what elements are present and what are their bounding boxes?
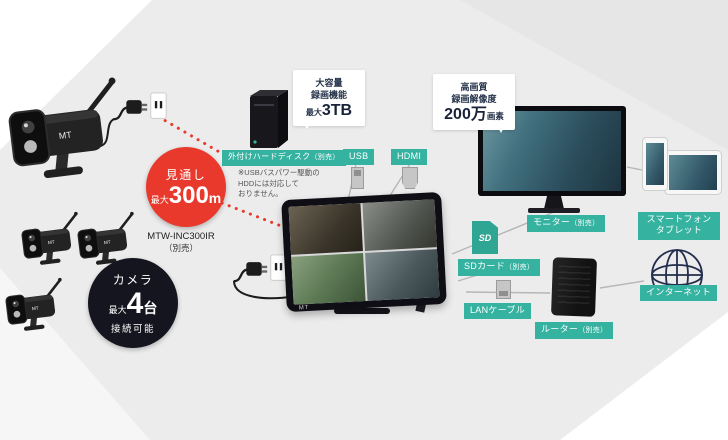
count-badge-value: 4 [126,287,144,321]
bubble-value-row: 最大3TB [298,101,360,120]
monitor-label-note: （別売） [570,220,600,227]
bubble-max: 最大 [305,108,322,118]
usb-label-text: USB [349,151,369,161]
lan-label-text: LANケーブル [470,305,526,315]
tablet-screen [669,155,717,190]
count-badge-max: 最大 [108,305,127,316]
bubble-unit: 画素 [486,111,504,122]
sd-card-icon: SD [472,221,498,254]
mobile-label-line1: スマートフォン [646,214,712,224]
monitor-neck [544,196,564,209]
display-stand [334,308,390,314]
hdd-icon [250,90,288,148]
range-badge-value-row: 最大300m [151,183,222,208]
usb-plug-icon [351,167,364,189]
count-badge-value-row: 最大4台 [109,288,158,320]
bubble-value: 3TB [321,102,353,120]
screen-tile [291,252,366,305]
quality-bubble: 高画質 録画解像度 200万画素 [433,74,515,134]
hdmi-plug-icon [402,167,418,189]
smartphone-screen [646,143,664,185]
background-facet [460,0,728,150]
screen-tile [288,203,364,256]
display-brand-label: MT [298,304,310,312]
monitor-label: モニター（別売） [527,215,606,232]
tablet-icon [664,150,722,195]
sd-label-note: （別売） [505,264,535,271]
monitor-base [528,208,580,213]
count-badge-unit: 台 [143,300,158,317]
camera-model-name: MTW-INC300IR [147,231,215,242]
hdd-label-note: （別売） [310,154,340,161]
bubble-line: 大容量 [315,78,343,88]
screen-tile [364,248,440,301]
lan-plug-icon [496,280,511,299]
camera-model-label: MTW-INC300IR （別売） [138,231,224,254]
main-display: MT [281,191,447,313]
external-monitor [478,106,626,196]
bubble-line: 録画解像度 [451,94,497,105]
wireless-camera-main [2,74,120,184]
mobile-label: スマートフォン タブレット [638,212,720,240]
wireless-camera-2 [20,210,79,268]
usb-label: USB [343,149,375,166]
lan-cable-label: LANケーブル [464,303,532,320]
hdd-label: 外付けハードディスク（別売） [222,150,346,166]
monitor-label-text: モニター [533,217,571,227]
power-outlet-top-icon [112,91,168,121]
camera-count-badge: カメラ 最大4台 接続可能 [88,258,178,348]
power-outlet-bottom-icon [232,253,288,283]
bubble-value-row: 200万画素 [438,105,510,124]
range-badge-unit: m [208,189,222,206]
sd-card-text: SD [478,232,492,243]
range-badge: 見通し 最大300m [146,147,226,227]
wireless-camera-4 [4,276,63,334]
router-label: ルーター（別売） [535,322,614,339]
display-screen [288,199,440,305]
hdd-capacity-bubble: 大容量 録画機能 最大3TB [293,70,365,130]
hdmi-label: HDMI [391,149,428,166]
router-icon [551,257,597,317]
internet-label: インターネット [640,285,718,302]
hdmi-label-text: HDMI [397,151,422,161]
range-badge-value: 300 [168,181,209,209]
smartphone-icon [642,137,668,191]
bubble-line: 録画機能 [310,90,347,101]
count-badge-sub: 接続可能 [110,323,155,335]
camera-model-note: （別売） [163,243,198,254]
sd-label-text: SDカード [464,261,506,271]
hdd-note: ※USBバスパワー駆動の HDDには対応して おりません。 [238,168,320,198]
hdd-label-text: 外付けハードディスク [228,152,311,161]
internet-label-text: インターネット [646,287,712,297]
range-badge-title: 見通し [165,167,207,182]
mobile-label-line2: タブレット [655,225,703,236]
range-badge-max: 最大 [150,194,169,205]
sd-card-label: SDカード（別売） [458,259,541,276]
bubble-value: 200万 [444,106,487,124]
router-label-text: ルーター [541,324,579,334]
router-label-note: （別売） [578,327,608,334]
screen-tile [362,199,437,252]
bubble-line: 高画質 [460,82,488,92]
count-badge-title: カメラ [112,273,154,288]
